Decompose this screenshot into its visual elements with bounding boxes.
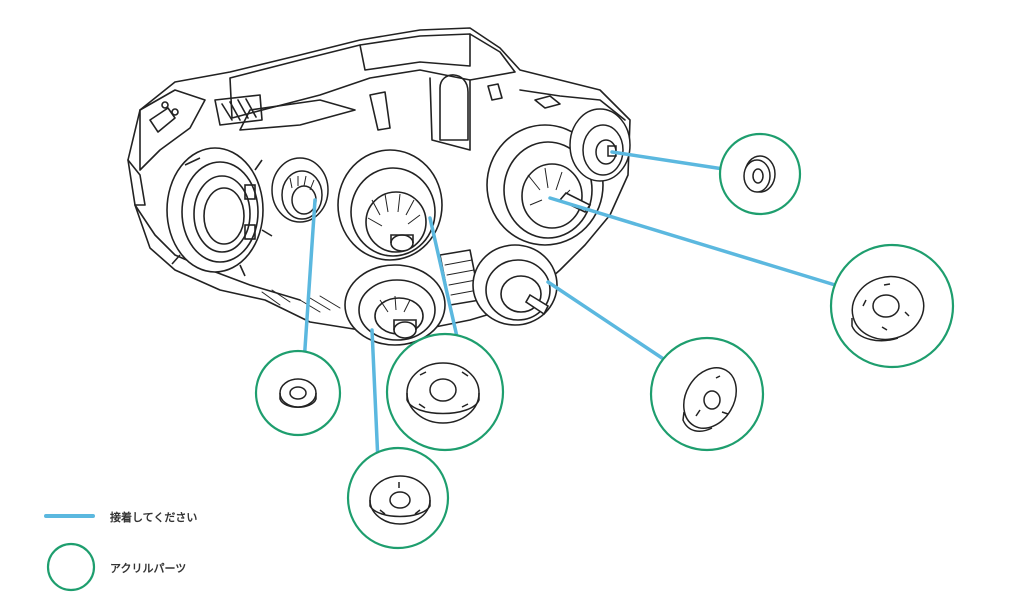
legend xyxy=(44,514,96,592)
center-nozzle-upper xyxy=(337,149,443,261)
right-nozzle-lower xyxy=(472,244,558,326)
left-thruster xyxy=(166,147,273,277)
acrylic-plate-icon xyxy=(851,275,925,342)
callout-spacer-top-right xyxy=(718,132,802,216)
acrylic-spacer-icon xyxy=(743,155,776,193)
callout-plate-center xyxy=(385,332,505,452)
acrylic-plate-icon xyxy=(406,362,480,424)
callout-spacer-left xyxy=(254,349,342,437)
small-nozzle-left xyxy=(271,157,329,223)
glue-line-bottom xyxy=(370,328,380,464)
callout-plate-bottom xyxy=(346,446,450,550)
glue-line-top-right xyxy=(610,150,732,172)
acrylic-spacer-icon xyxy=(279,378,317,408)
acrylic-plate-icon xyxy=(682,367,737,433)
acrylic-plate-icon xyxy=(369,475,431,525)
glue-line-right xyxy=(548,196,860,294)
legend-glue-label: 接着してください xyxy=(110,511,198,524)
callout-plate-lower-right xyxy=(649,336,765,452)
small-nozzle-top-right xyxy=(569,108,631,182)
callout-plate-right xyxy=(829,243,955,369)
center-nozzle-lower xyxy=(344,264,446,346)
legend-acrylic-label: アクリルパーツ xyxy=(110,562,187,575)
glue-line-center xyxy=(428,216,462,352)
acrylic-callouts xyxy=(254,132,955,550)
legend-acrylic-swatch xyxy=(46,542,96,592)
glue-line-left xyxy=(301,198,317,380)
